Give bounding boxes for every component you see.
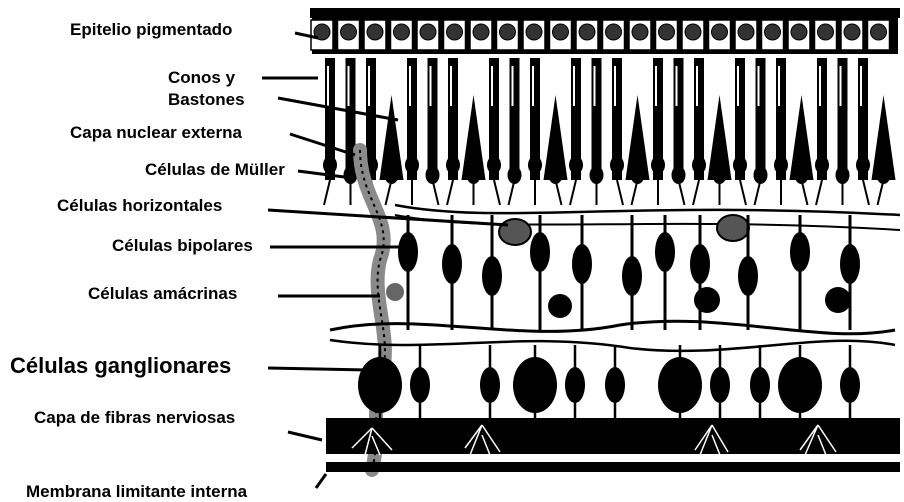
nucleus bbox=[815, 156, 829, 174]
bipolar-cell bbox=[398, 215, 418, 330]
epithelium-cell bbox=[709, 20, 731, 50]
epithelium-cell bbox=[603, 20, 625, 50]
nucleus bbox=[446, 156, 460, 174]
ganglion-cell bbox=[358, 345, 402, 418]
epithelium-cell bbox=[576, 20, 598, 50]
label-celulas-amacrinas: Células amácrinas bbox=[88, 284, 237, 304]
label-membrana-limitante-interna: Membrana limitante interna bbox=[26, 482, 247, 502]
epithelium-cell bbox=[391, 20, 413, 50]
rod bbox=[428, 58, 438, 180]
epithelium-cell bbox=[417, 20, 439, 50]
epithelium-cell bbox=[788, 20, 810, 50]
bipolar-cell bbox=[790, 215, 810, 330]
epithelium-cell bbox=[629, 20, 651, 50]
label-conos: Conos y bbox=[168, 68, 235, 88]
epithelium-cell bbox=[338, 20, 360, 50]
ganglion-cell bbox=[410, 345, 430, 418]
ganglion-cell bbox=[840, 345, 860, 418]
horizontal-fibres bbox=[395, 205, 900, 245]
rod bbox=[510, 58, 520, 180]
ganglion-cell bbox=[750, 345, 770, 418]
rod bbox=[838, 58, 848, 180]
ganglion-cells bbox=[358, 345, 860, 418]
epithelium-cell bbox=[311, 20, 333, 50]
label-capa-nuclear-externa: Capa nuclear externa bbox=[70, 123, 242, 143]
nucleus bbox=[856, 156, 870, 174]
epithelium-cell bbox=[364, 20, 386, 50]
epithelium-cell bbox=[841, 20, 863, 50]
ganglion-cell bbox=[778, 345, 822, 418]
nerve-fiber-layer bbox=[326, 418, 900, 472]
epithelium-cell bbox=[444, 20, 466, 50]
bipolar-cell bbox=[622, 215, 642, 330]
nucleus bbox=[323, 156, 337, 174]
ganglion-cell bbox=[710, 345, 730, 418]
rod bbox=[756, 58, 766, 180]
bipolar-cell bbox=[530, 215, 550, 330]
label-epitelio-pigmentado: Epitelio pigmentado bbox=[70, 20, 232, 40]
epithelium-cell bbox=[497, 20, 519, 50]
label-celulas-bipolares: Células bipolares bbox=[112, 236, 253, 256]
rod bbox=[674, 58, 684, 180]
label-capa-fibras-nerviosas: Capa de fibras nerviosas bbox=[34, 408, 235, 428]
nucleus bbox=[651, 156, 665, 174]
epithelium-cell bbox=[656, 20, 678, 50]
ganglion-cell bbox=[658, 345, 702, 418]
epithelium-cell bbox=[815, 20, 837, 50]
epithelium-cell bbox=[868, 20, 890, 50]
pigment-epithelium-layer bbox=[310, 8, 900, 54]
bipolar-cell bbox=[655, 215, 675, 330]
nucleus bbox=[733, 156, 747, 174]
nucleus bbox=[692, 156, 706, 174]
epithelium-cell bbox=[762, 20, 784, 50]
inner-plexiform-layer bbox=[330, 283, 895, 351]
nucleus bbox=[774, 156, 788, 174]
epithelium-cell bbox=[682, 20, 704, 50]
epithelium-cell bbox=[550, 20, 572, 50]
epithelium-cell bbox=[523, 20, 545, 50]
ganglion-cell bbox=[480, 345, 500, 418]
bipolar-cell bbox=[442, 215, 462, 330]
label-bastones: Bastones bbox=[168, 90, 245, 110]
label-celulas-horizontales: Células horizontales bbox=[57, 196, 222, 216]
nucleus bbox=[528, 156, 542, 174]
label-celulas-muller: Células de Müller bbox=[145, 160, 285, 180]
nucleus bbox=[487, 156, 501, 174]
nucleus bbox=[610, 156, 624, 174]
label-celulas-ganglionares: Células ganglionares bbox=[10, 353, 231, 379]
bipolar-cells bbox=[398, 215, 860, 330]
nucleus bbox=[405, 156, 419, 174]
ganglion-cell bbox=[513, 345, 557, 418]
rod bbox=[592, 58, 602, 180]
epithelium-cell bbox=[470, 20, 492, 50]
epithelium-cell bbox=[735, 20, 757, 50]
bipolar-cell bbox=[840, 215, 860, 330]
ganglion-cell bbox=[605, 345, 625, 418]
ganglion-cell bbox=[565, 345, 585, 418]
bipolar-cell bbox=[572, 215, 592, 330]
nucleus bbox=[569, 156, 583, 174]
